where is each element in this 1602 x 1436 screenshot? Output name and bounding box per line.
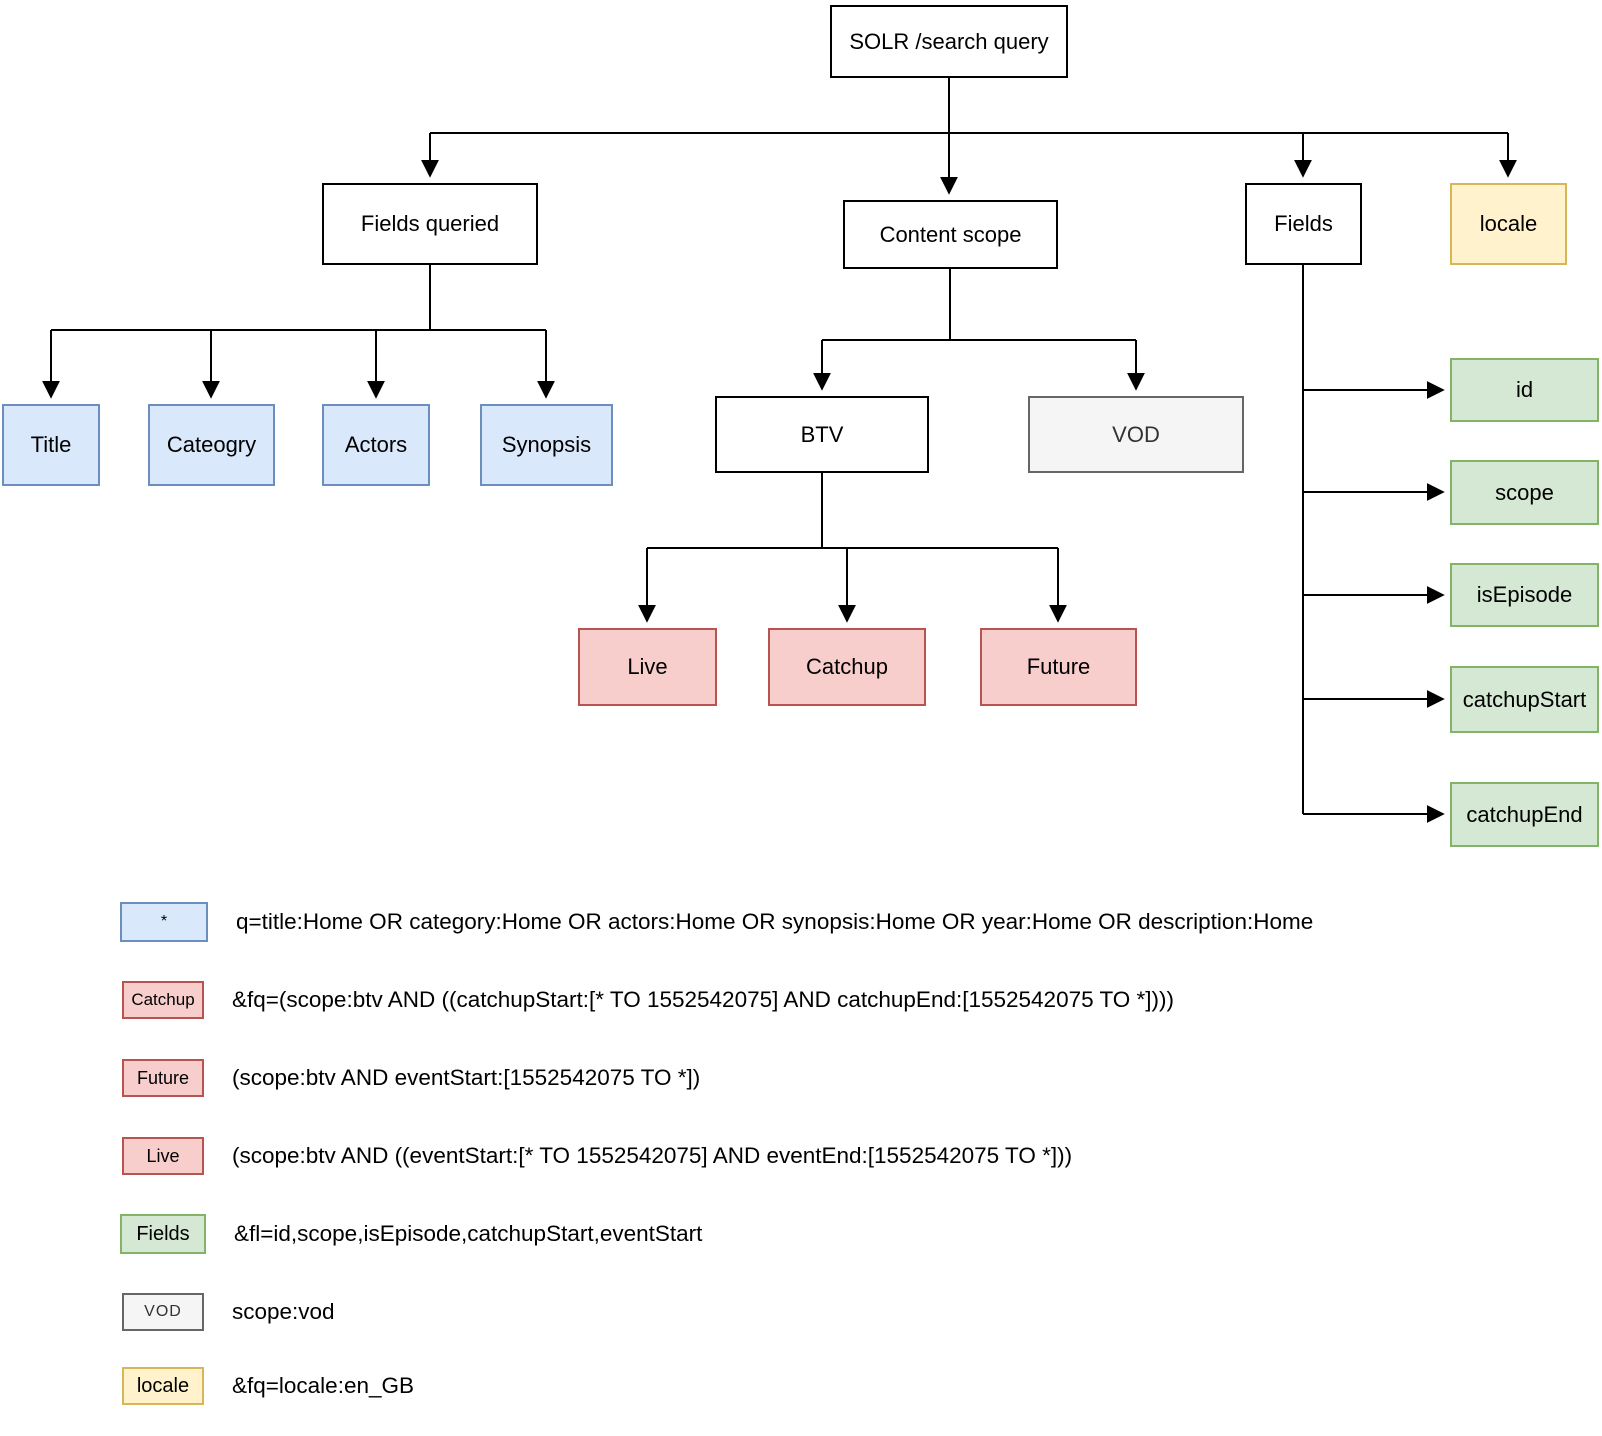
node-btv: BTV: [715, 396, 929, 473]
legend-row-future: Future (scope:btv AND eventStart:[155254…: [122, 1059, 700, 1097]
node-content-scope: Content scope: [843, 200, 1058, 269]
node-catchup: Catchup: [768, 628, 926, 706]
node-field-id: id: [1450, 358, 1599, 422]
legend-swatch-catchup: Catchup: [122, 981, 204, 1019]
legend-row-vod: VOD scope:vod: [122, 1293, 335, 1331]
legend-query-catchup: &fq=(scope:btv AND ((catchupStart:[* TO …: [232, 987, 1175, 1012]
legend-query-fields: &fl=id,scope,isEpisode,catchupStart,even…: [234, 1221, 703, 1246]
node-vod: VOD: [1028, 396, 1244, 473]
legend-row-locale: locale &fq=locale:en_GB: [122, 1367, 414, 1405]
node-live: Live: [578, 628, 717, 706]
node-synopsis: Synopsis: [480, 404, 613, 486]
legend-row-wildcard: * q=title:Home OR category:Home OR actor…: [120, 902, 1313, 942]
legend-swatch-locale: locale: [122, 1367, 204, 1405]
node-title: Title: [2, 404, 100, 486]
node-locale: locale: [1450, 183, 1567, 265]
node-solr-search-query: SOLR /search query: [830, 5, 1068, 78]
legend-row-catchup: Catchup &fq=(scope:btv AND ((catchupStar…: [122, 981, 1174, 1019]
legend-swatch-wildcard: *: [120, 902, 208, 942]
legend-query-future: (scope:btv AND eventStart:[1552542075 TO…: [232, 1065, 701, 1090]
legend-swatch-vod: VOD: [122, 1293, 204, 1331]
node-cateogry: Cateogry: [148, 404, 275, 486]
node-actors: Actors: [322, 404, 430, 486]
legend-row-fields: Fields &fl=id,scope,isEpisode,catchupSta…: [120, 1214, 702, 1254]
node-future: Future: [980, 628, 1137, 706]
node-field-scope: scope: [1450, 460, 1599, 525]
legend-swatch-live: Live: [122, 1137, 204, 1175]
legend-swatch-future: Future: [122, 1059, 204, 1097]
node-field-catchupend: catchupEnd: [1450, 782, 1599, 847]
legend-query-wildcard: q=title:Home OR category:Home OR actors:…: [236, 909, 1314, 934]
node-fields-queried: Fields queried: [322, 183, 538, 265]
node-fields: Fields: [1245, 183, 1362, 265]
legend-swatch-fields: Fields: [120, 1214, 206, 1254]
node-field-isepisode: isEpisode: [1450, 563, 1599, 627]
legend-query-locale: &fq=locale:en_GB: [232, 1373, 414, 1398]
legend-query-live: (scope:btv AND ((eventStart:[* TO 155254…: [232, 1143, 1073, 1168]
legend-row-live: Live (scope:btv AND ((eventStart:[* TO 1…: [122, 1137, 1072, 1175]
legend-query-vod: scope:vod: [232, 1299, 335, 1324]
node-field-catchupstart: catchupStart: [1450, 666, 1599, 733]
